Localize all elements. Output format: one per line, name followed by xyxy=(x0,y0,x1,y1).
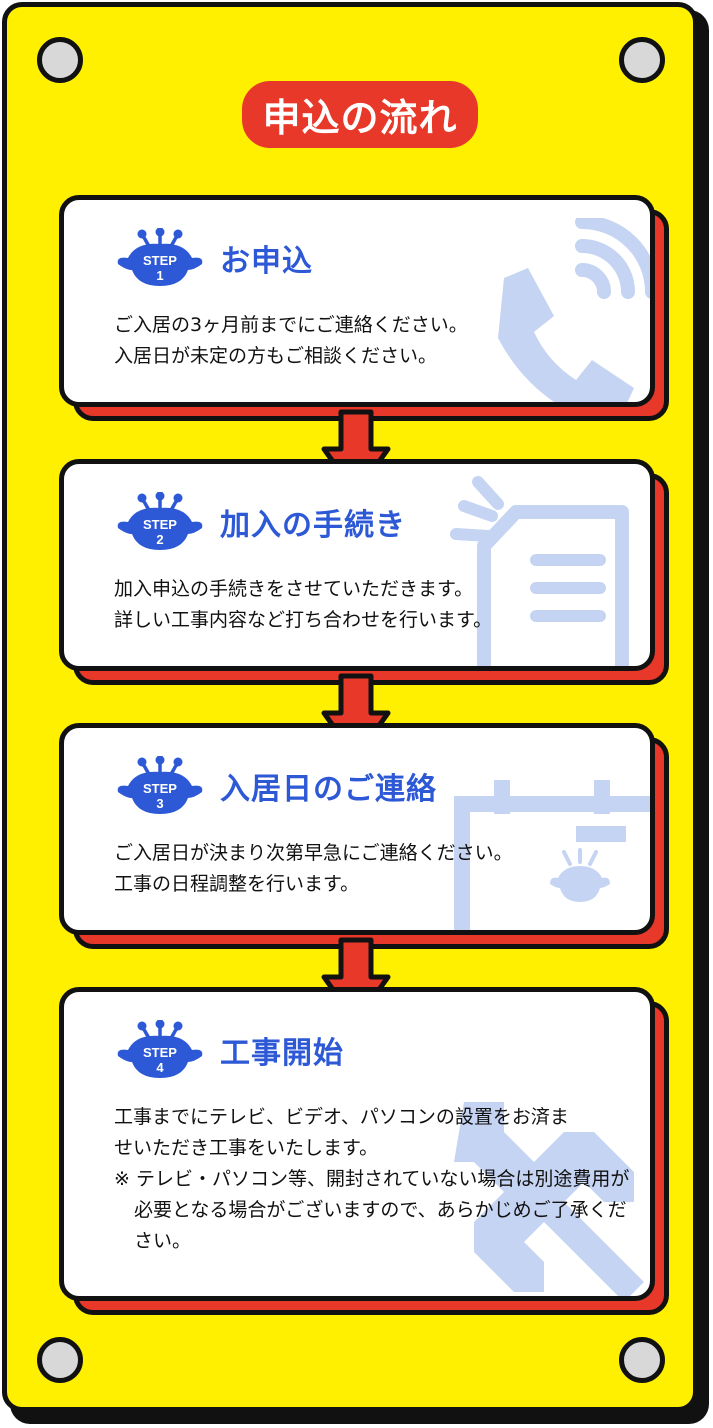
step-note: ※ テレビ・パソコン等、開封されていない場合は別途費用が必要となる場合がございま… xyxy=(114,1168,630,1252)
description-line: せいただき工事をいたします。 xyxy=(114,1137,379,1159)
step-card-2: STEP 2 加入の手続き 加入申込の手続きをさせていただきます。 詳しい工事内… xyxy=(59,459,669,685)
tools-icon xyxy=(454,1102,644,1296)
step-description: ご入居日が決まり次第早急にご連絡ください。 工事の日程調整を行います。 xyxy=(114,838,630,900)
step-heading: 入居日のご連絡 xyxy=(220,772,437,807)
step-head: STEP 2 加入の手続き xyxy=(114,492,406,552)
step-head: STEP 1 お申込 xyxy=(114,228,313,288)
description-line: 工事までにテレビ、ビデオ、パソコンの設置をお済ま xyxy=(114,1106,569,1128)
step-heading: 加入の手続き xyxy=(220,508,406,543)
alien-badge-icon: STEP 2 xyxy=(117,492,203,550)
card-body: STEP 4 工事開始 工事までにテレビ、ビデオ、パソコンの設置をお済ま せいた… xyxy=(59,987,655,1301)
badge-number: 4 xyxy=(156,1060,164,1075)
badge-word: STEP xyxy=(143,517,177,532)
alien-badge-icon: STEP 3 xyxy=(117,756,203,814)
step-description: 加入申込の手続きをさせていただきます。 詳しい工事内容など打ち合わせを行います。 xyxy=(114,574,630,636)
alien-badge-icon: STEP 1 xyxy=(117,228,203,286)
alien-badge-icon: STEP 4 xyxy=(117,1020,203,1078)
calendar-icon xyxy=(454,780,650,930)
description-line: ご入居の3ヶ月前までにご連絡ください。 xyxy=(114,314,468,336)
step-card-1: STEP 1 お申込 ご入居の3ヶ月前までにご連絡ください。 入居日が未定の方も… xyxy=(59,195,669,421)
step-head: STEP 4 工事開始 xyxy=(114,1020,344,1080)
flow-panel: 申込の流れ STEP 1 xyxy=(2,2,698,1412)
card-body: STEP 3 入居日のご連絡 ご入居日が決まり次第早急にご連絡ください。 工事の… xyxy=(59,723,655,935)
badge-number: 3 xyxy=(156,796,163,811)
description-line: ご入居日が決まり次第早急にご連絡ください。 xyxy=(114,842,513,864)
badge-number: 2 xyxy=(156,532,163,547)
card-body: STEP 2 加入の手続き 加入申込の手続きをさせていただきます。 詳しい工事内… xyxy=(59,459,655,671)
description-line: 加入申込の手続きをさせていただきます。 xyxy=(114,578,474,600)
step-badge: STEP 2 xyxy=(114,492,206,552)
step-heading: 工事開始 xyxy=(220,1036,344,1071)
step-description: 工事までにテレビ、ビデオ、パソコンの設置をお済ま せいただき工事をいたします。 … xyxy=(114,1102,630,1257)
step-card-4: STEP 4 工事開始 工事までにテレビ、ビデオ、パソコンの設置をお済ま せいた… xyxy=(59,987,669,1315)
rivet-top-right xyxy=(619,37,665,83)
step-badge: STEP 4 xyxy=(114,1020,206,1080)
description-line: 入居日が未定の方もご相談ください。 xyxy=(114,345,438,367)
description-line: 詳しい工事内容など打ち合わせを行います。 xyxy=(114,609,493,631)
step-description: ご入居の3ヶ月前までにご連絡ください。 入居日が未定の方もご相談ください。 xyxy=(114,310,630,372)
rivet-bottom-left xyxy=(37,1337,83,1383)
card-body: STEP 1 お申込 ご入居の3ヶ月前までにご連絡ください。 入居日が未定の方も… xyxy=(59,195,655,407)
description-line: 工事の日程調整を行います。 xyxy=(114,873,360,895)
title-wrap: 申込の流れ xyxy=(7,81,693,148)
step-heading: お申込 xyxy=(220,244,313,279)
badge-number: 1 xyxy=(156,268,163,283)
rivet-bottom-right xyxy=(619,1337,665,1383)
page-title: 申込の流れ xyxy=(242,81,478,148)
step-card-3: STEP 3 入居日のご連絡 ご入居日が決まり次第早急にご連絡ください。 工事の… xyxy=(59,723,669,949)
badge-word: STEP xyxy=(143,1045,177,1060)
step-badge: STEP 3 xyxy=(114,756,206,816)
step-badge: STEP 1 xyxy=(114,228,206,288)
rivet-top-left xyxy=(37,37,83,83)
document-icon xyxy=(450,476,629,666)
phone-icon xyxy=(498,218,650,402)
badge-word: STEP xyxy=(143,253,177,268)
badge-word: STEP xyxy=(143,781,177,796)
step-head: STEP 3 入居日のご連絡 xyxy=(114,756,437,816)
